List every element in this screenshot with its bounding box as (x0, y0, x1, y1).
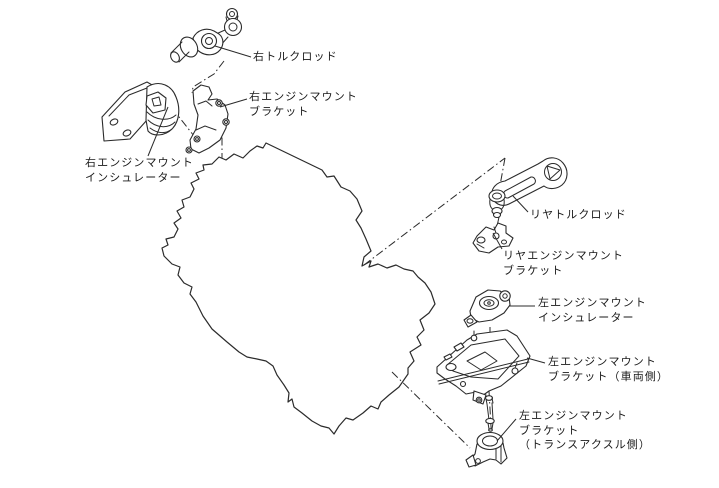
label-line: リヤトルクロッド (530, 209, 627, 221)
right-torque-rod-drawing (170, 7, 243, 63)
label-rear-engine-mount-bracket: リヤエンジンマウント ブラケット (503, 249, 624, 278)
label-line: 右エンジンマウント (249, 91, 358, 103)
label-line: 右トルクロッド (253, 51, 338, 63)
leader-lines (147, 45, 546, 442)
label-right-torque-rod: 右トルクロッド (253, 50, 338, 65)
label-right-engine-mount-bracket: 右エンジンマウント ブラケット (249, 90, 358, 119)
leader-line (496, 418, 517, 442)
label-line: 左エンジンマウント (538, 297, 647, 309)
mount-bolt-drawing (484, 395, 495, 432)
leader-line (512, 195, 529, 213)
label-rear-torque-rod: リヤトルクロッド (530, 208, 627, 223)
rear-engine-mount-bracket-drawing (472, 222, 514, 254)
right-engine-mount-insulator-drawing (101, 81, 180, 142)
label-line: 左エンジンマウント (519, 410, 628, 422)
left-engine-mount-bracket-vehicle-drawing (436, 329, 531, 405)
rear-torque-rod-drawing (488, 157, 568, 219)
label-line: ブラケット (503, 264, 564, 277)
leader-line (219, 98, 248, 108)
label-line: ブラケット (249, 105, 310, 118)
label-right-engine-mount-insulator: 右エンジンマウント インシュレーター (85, 156, 194, 185)
engine-outline (161, 142, 436, 435)
label-left-engine-mount-bracket-vehicle: 左エンジンマウント ブラケット（車両側） (548, 355, 669, 384)
label-line: 左エンジンマウント (548, 356, 657, 368)
right-engine-mount-bracket-drawing (185, 84, 230, 154)
centerline (488, 390, 493, 445)
label-line: リヤエンジンマウント (503, 250, 624, 262)
centerline (391, 371, 471, 449)
leader-line (214, 45, 252, 58)
label-line: （トランスアクスル側） (519, 439, 651, 451)
leader-line (526, 357, 546, 364)
centerline (363, 157, 506, 266)
label-line: ブラケット (519, 424, 580, 437)
label-line: インシュレーター (538, 311, 635, 324)
label-left-engine-mount-insulator: 左エンジンマウント インシュレーター (538, 296, 647, 325)
label-line: インシュレーター (85, 171, 182, 184)
leader-line (492, 232, 503, 250)
label-line: ブラケット（車両側） (548, 370, 669, 383)
leader-line (147, 106, 169, 157)
left-engine-mount-insulator-drawing (463, 289, 511, 328)
label-left-engine-mount-bracket-transaxle: 左エンジンマウント ブラケット （トランスアクスル側） (519, 409, 651, 453)
left-engine-mount-bracket-transaxle-drawing (465, 431, 508, 468)
label-line: 右エンジンマウント (85, 157, 194, 169)
